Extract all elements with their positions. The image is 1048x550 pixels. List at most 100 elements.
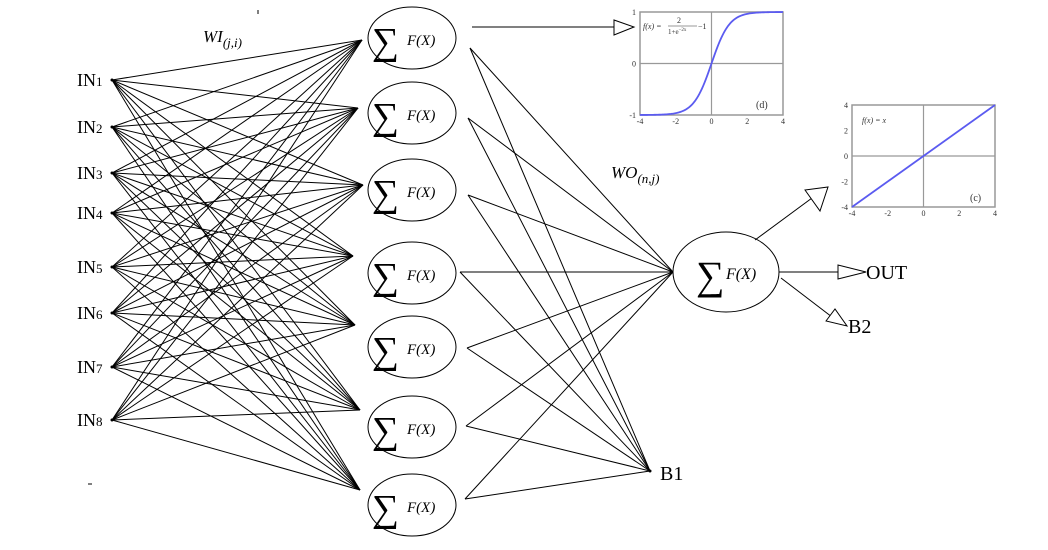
input-weight-connection (111, 255, 354, 268)
bias-b2-arrow (780, 277, 849, 327)
x-tick-label: -2 (672, 117, 679, 126)
bias-b1-label: B1 (660, 463, 683, 485)
hidden-node: ∑ F(X) (367, 6, 457, 70)
activation-function-label: F(X) (406, 500, 435, 516)
bias-connection (459, 271, 651, 472)
input-weight-connection (111, 266, 356, 326)
activation-function-label: F(X) (725, 266, 756, 283)
input-weight-connection (111, 366, 361, 411)
x-tick-label: 2 (745, 117, 749, 126)
input-weight-connection (111, 79, 359, 109)
bias-connection (467, 117, 651, 472)
x-tick-label: -4 (849, 209, 856, 218)
tansig-plot-arrow (472, 19, 636, 36)
activation-function-label: F(X) (406, 33, 435, 49)
input-weight-connection (111, 79, 354, 257)
input-weight-connection (111, 312, 356, 326)
x-tick-label: -4 (637, 117, 644, 126)
input-node-label: IN1 (77, 70, 103, 90)
input-weight-connection (111, 172, 354, 257)
sigma-symbol: ∑ (372, 330, 399, 372)
input-hidden-connections (111, 39, 364, 491)
input-weights-label: WI(j,i) (203, 27, 242, 50)
input-weight-connection (111, 184, 364, 421)
hidden-layer: ∑F(X)∑F(X)∑F(X)∑F(X)∑F(X)∑F(X)∑F(X) (367, 6, 457, 537)
input-node-point (110, 125, 114, 129)
y-tick-label: 0 (632, 60, 636, 69)
output-label: OUT (866, 262, 907, 284)
input-weight-connection (111, 212, 354, 257)
output-node: ∑ F(X) (672, 231, 780, 313)
tansig-curve (639, 11, 784, 116)
activation-function-label: F(X) (406, 185, 435, 201)
input-weight-connection (111, 107, 359, 214)
x-tick-label: -2 (884, 209, 891, 218)
bias-b2-label: B2 (848, 316, 871, 338)
input-weight-connection (111, 107, 359, 174)
input-weight-connection (111, 312, 361, 411)
input-node-point (110, 211, 114, 215)
hidden-node: ∑F(X) (367, 395, 457, 459)
y-tick-label: 4 (844, 101, 848, 110)
input-weight-connection (111, 79, 361, 411)
linear-formula: f(x) = x (862, 116, 887, 125)
input-node-label: IN6 (77, 303, 103, 323)
input-weight-connection (111, 184, 364, 368)
sigma-symbol: ∑ (372, 21, 399, 63)
input-node-point (110, 171, 114, 175)
x-tick-label: 0 (710, 117, 714, 126)
arrow-head-icon (825, 308, 849, 327)
input-weight-connection (111, 126, 356, 326)
bias-b1-point (648, 469, 652, 473)
output-weight-connection (466, 271, 674, 349)
input-weight-connection (111, 39, 363, 128)
output-weight-connection (467, 117, 674, 273)
input-weight-connection (111, 184, 364, 314)
sigma-symbol: ∑ (696, 253, 725, 298)
y-tick-label: -2 (841, 178, 848, 187)
output-arrow (779, 264, 867, 280)
x-tick-label: 0 (922, 209, 926, 218)
linear-tag: (c) (970, 193, 981, 204)
y-tick-label: 1 (632, 8, 636, 17)
tansig-formula-numerator: 2 (677, 16, 681, 25)
arrow-head-icon (837, 264, 867, 280)
input-weight-connection (111, 324, 356, 421)
input-weight-connection (111, 126, 364, 186)
hidden-node: ∑ F(X) (367, 473, 457, 537)
tansig-formula: f(x) = (643, 22, 662, 31)
input-weight-connection (111, 107, 359, 268)
sigma-symbol: ∑ (372, 488, 399, 530)
input-weight-connection (111, 172, 364, 186)
input-node-label: IN3 (77, 163, 103, 183)
input-node-point (110, 311, 114, 315)
input-weight-connection (111, 255, 354, 421)
bias-connection (465, 425, 651, 472)
input-node-label: IN7 (77, 357, 103, 377)
input-node-point (110, 265, 114, 269)
input-weight-connection (111, 212, 361, 491)
input-weight-connection (111, 39, 363, 421)
input-weight-connection (111, 184, 364, 214)
input-weight-connection (111, 255, 354, 314)
input-weight-connection (111, 409, 361, 421)
hidden-node: ∑F(X) (367, 158, 457, 222)
input-weight-connection (111, 312, 361, 491)
input-weight-connection (111, 172, 356, 326)
input-weight-connection (111, 324, 356, 368)
activation-function-label: F(X) (406, 342, 435, 358)
input-weight-connection (111, 212, 361, 411)
y-tick-label: 0 (844, 152, 848, 161)
input-weight-connection (111, 126, 354, 257)
y-tick-label: -1 (629, 111, 636, 120)
input-weight-connection (111, 39, 363, 268)
input-node-label: IN5 (77, 257, 103, 277)
input-weight-connection (111, 126, 361, 491)
input-weight-connection (111, 39, 363, 214)
input-weight-connection (111, 39, 363, 368)
bias-connection (466, 347, 651, 472)
arrow-head-icon (613, 19, 636, 36)
